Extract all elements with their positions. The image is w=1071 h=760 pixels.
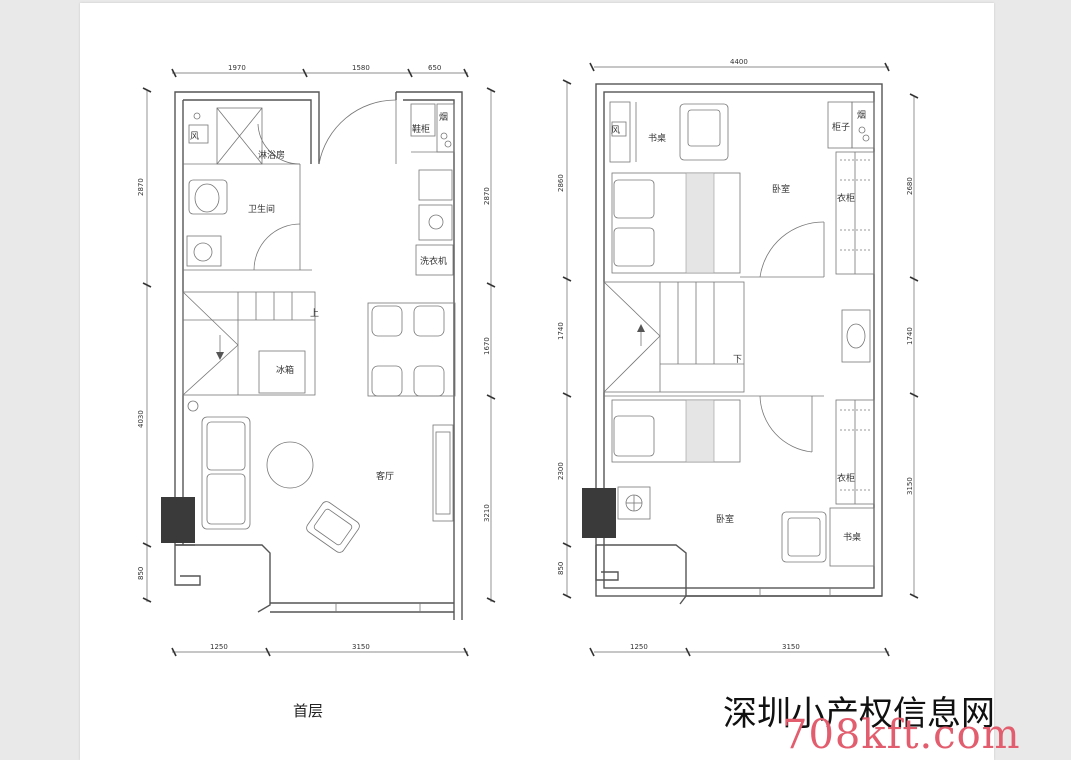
label-flue-right: 烟 xyxy=(857,109,866,121)
label-fan-left: 风 xyxy=(190,131,199,142)
dim-right-1: 2870 xyxy=(483,187,491,205)
dim-left-3: 850 xyxy=(137,567,145,580)
dim-bottom-1: 1250 xyxy=(210,643,228,651)
label-stairs-down: 下 xyxy=(733,355,742,365)
label-washer: 洗衣机 xyxy=(420,255,447,267)
dim-left-1: 2870 xyxy=(137,178,145,196)
dim-left-2300: 2300 xyxy=(557,462,565,480)
dim-top-4400: 4400 xyxy=(730,58,748,66)
dim-right-1740: 1740 xyxy=(906,327,914,345)
label-shower: 淋浴房 xyxy=(258,149,285,161)
label-wardrobe-top: 衣柜 xyxy=(837,192,855,204)
label-bathroom: 卫生间 xyxy=(248,203,275,215)
floor-caption-ground: 首层 xyxy=(293,702,324,720)
label-fridge: 冰箱 xyxy=(276,364,294,376)
dim-left-2: 4030 xyxy=(137,410,145,428)
label-cabinet: 柜子 xyxy=(832,121,850,133)
dim-left-2860: 2860 xyxy=(557,174,565,192)
dim-left-1740: 1740 xyxy=(557,322,565,340)
dim-top-3: 650 xyxy=(428,64,441,72)
watermark-site-name: 深圳小产权信息网 xyxy=(723,694,995,734)
dim-left-850: 850 xyxy=(557,562,565,575)
label-living-room: 客厅 xyxy=(376,470,394,482)
dim-top-2: 1580 xyxy=(352,64,370,72)
floor-plan-upper: 4400 2860 1740 2300 850 2680 1740 3150 1… xyxy=(557,58,919,657)
dim-top-1: 1970 xyxy=(228,64,246,72)
dim-bottom-1250: 1250 xyxy=(630,643,648,651)
floor-plan-ground: 1970 1580 650 2870 4030 850 2870 1670 32… xyxy=(137,64,496,657)
dim-right-3150: 3150 xyxy=(906,477,914,495)
dim-right-2: 1670 xyxy=(483,337,491,355)
label-stairs-up: 上 xyxy=(310,308,319,319)
label-fan-right: 风 xyxy=(611,125,620,136)
dim-right-3: 3210 xyxy=(483,504,491,522)
label-shoe-cabinet: 鞋柜 xyxy=(412,123,430,135)
label-desk-bottom: 书桌 xyxy=(843,531,861,543)
label-bedroom-top: 卧室 xyxy=(772,183,790,195)
label-flue-left: 烟 xyxy=(439,111,448,123)
dim-bottom-2: 3150 xyxy=(352,643,370,651)
room-labels: 风 淋浴房 卫生间 鞋柜 烟 洗衣机 上 冰箱 客厅 风 书桌 柜子 烟 卧室 … xyxy=(190,109,866,543)
label-wardrobe-bottom: 衣柜 xyxy=(837,472,855,484)
label-desk-top: 书桌 xyxy=(648,132,666,144)
dim-right-2680: 2680 xyxy=(906,177,914,195)
dim-bottom-3150: 3150 xyxy=(782,643,800,651)
drawing-sheet xyxy=(80,3,994,760)
label-bedroom-bottom: 卧室 xyxy=(716,513,734,525)
watermark-url: 708kft.com xyxy=(782,712,1021,758)
